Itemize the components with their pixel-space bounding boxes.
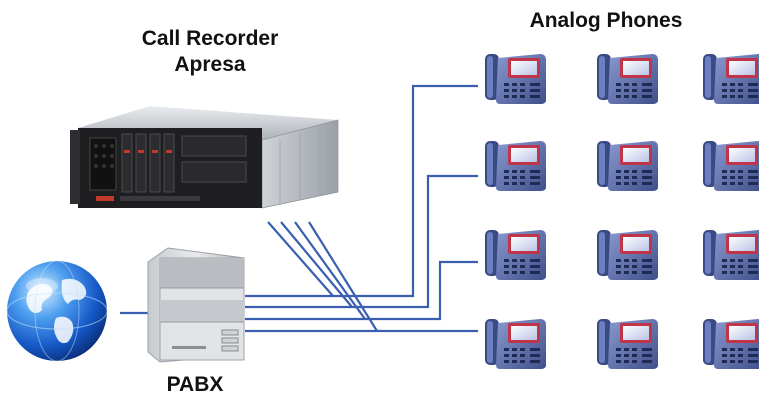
analog-phones-title: Analog Phones	[529, 9, 683, 32]
recorder-tap-2	[280, 221, 353, 308]
desk-phone-icon	[597, 141, 658, 191]
desk-phone-icon	[597, 54, 658, 104]
desk-phone-icon	[597, 230, 658, 280]
desk-phone-icon	[703, 319, 759, 369]
recorder-tap-1	[267, 221, 334, 297]
desk-phone-icon	[703, 141, 759, 191]
desk-phone-icon	[703, 54, 759, 104]
pabx-unit-icon	[147, 247, 245, 363]
call-recorder-title-line2: Apresa	[174, 53, 246, 76]
server-rack-icon	[70, 106, 339, 209]
desk-phone-icon	[485, 230, 546, 280]
desk-phone-icon	[597, 319, 658, 369]
recorder-tap-3	[294, 221, 366, 320]
pabx-label: PABX	[166, 373, 224, 396]
trunk-line-2	[245, 174, 478, 309]
trunk-line-3	[245, 260, 478, 321]
trunk-line-1	[245, 84, 478, 298]
call-recorder-title-line1: Call Recorder	[141, 27, 279, 50]
internet-globe-icon	[6, 260, 108, 362]
desk-phone-icon	[485, 54, 546, 104]
desk-phone-icon	[485, 141, 546, 191]
analog-phones-grid	[485, 54, 759, 369]
recorder-tap-4	[308, 221, 378, 332]
desk-phone-icon	[485, 319, 546, 369]
desk-phone-icon	[703, 230, 759, 280]
call-recorder-title: Call Recorder Apresa	[110, 26, 310, 78]
connection-wires	[120, 84, 478, 333]
